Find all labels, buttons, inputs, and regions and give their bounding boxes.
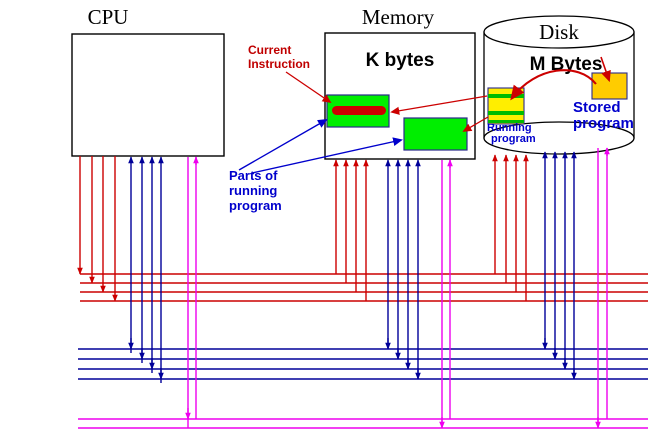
current-instruction-leader-line bbox=[285, 71, 332, 104]
parts-leader-to-block1 bbox=[238, 119, 328, 171]
memory-block-program-part bbox=[403, 117, 468, 151]
running-program-label-line2: program bbox=[491, 133, 536, 145]
disk-address-bus-drops bbox=[492, 154, 529, 301]
parts-of-running-label-line3: program bbox=[229, 198, 282, 213]
cpu-address-bus-drops bbox=[77, 156, 118, 302]
parts-of-running-program-annotation: Parts of running program bbox=[229, 119, 403, 213]
stored-program-label-line2: program bbox=[573, 115, 634, 132]
memory-data-bus-drops bbox=[385, 159, 421, 380]
leader-disk-to-memory-block1 bbox=[390, 95, 488, 115]
disk-control-bus-drops bbox=[595, 147, 610, 429]
address-bus-horizontal bbox=[80, 273, 648, 302]
control-bus-horizontal bbox=[78, 418, 648, 429]
disk-to-memory-leaders bbox=[390, 95, 489, 132]
disk-capacity-label: M Bytes bbox=[530, 54, 603, 75]
memory-capacity-label: K bytes bbox=[366, 50, 435, 71]
disk-title: Disk bbox=[539, 20, 579, 44]
running-program-block bbox=[487, 87, 525, 125]
leader-disk-to-memory-block2 bbox=[462, 116, 489, 132]
disk-data-bus-drops bbox=[542, 151, 577, 380]
stored-program-annotation: Stored program bbox=[573, 99, 634, 132]
current-instruction-label-line2: Instruction bbox=[248, 57, 310, 71]
disk-group: Disk M Bytes bbox=[483, 15, 635, 155]
parts-leader-to-block2 bbox=[251, 137, 403, 174]
current-instruction-bar bbox=[332, 106, 386, 115]
cpu-data-bus-drops bbox=[128, 156, 164, 383]
stored-program-pointer-arrow bbox=[600, 56, 611, 83]
stored-program-block bbox=[591, 72, 628, 100]
parts-of-running-label-line2: running bbox=[229, 183, 277, 198]
stored-program-label-line1: Stored bbox=[573, 99, 621, 116]
running-program-label-line1: Running bbox=[487, 122, 532, 134]
cpu-title: CPU bbox=[88, 5, 129, 29]
memory-control-bus-drops bbox=[439, 159, 453, 429]
memory-address-bus-drops bbox=[333, 159, 369, 301]
memory-group: Memory K bytes bbox=[324, 5, 476, 160]
current-instruction-label-line1: Current bbox=[248, 43, 291, 57]
load-program-arrow bbox=[510, 69, 597, 101]
disk-cylinder-top bbox=[483, 15, 635, 49]
cpu-group: CPU bbox=[71, 5, 225, 157]
running-program-annotation: Running program bbox=[487, 122, 536, 145]
current-instruction-annotation: Current Instruction bbox=[248, 43, 332, 104]
parts-of-running-label-line1: Parts of bbox=[229, 168, 278, 183]
cpu-control-bus-drops bbox=[185, 156, 199, 428]
cpu-data-bus-arrowheads-down bbox=[128, 338, 164, 380]
disk-cylinder-bottom bbox=[483, 121, 635, 155]
cpu-box bbox=[71, 33, 225, 157]
data-bus-horizontal bbox=[78, 348, 648, 380]
memory-title: Memory bbox=[362, 5, 435, 29]
